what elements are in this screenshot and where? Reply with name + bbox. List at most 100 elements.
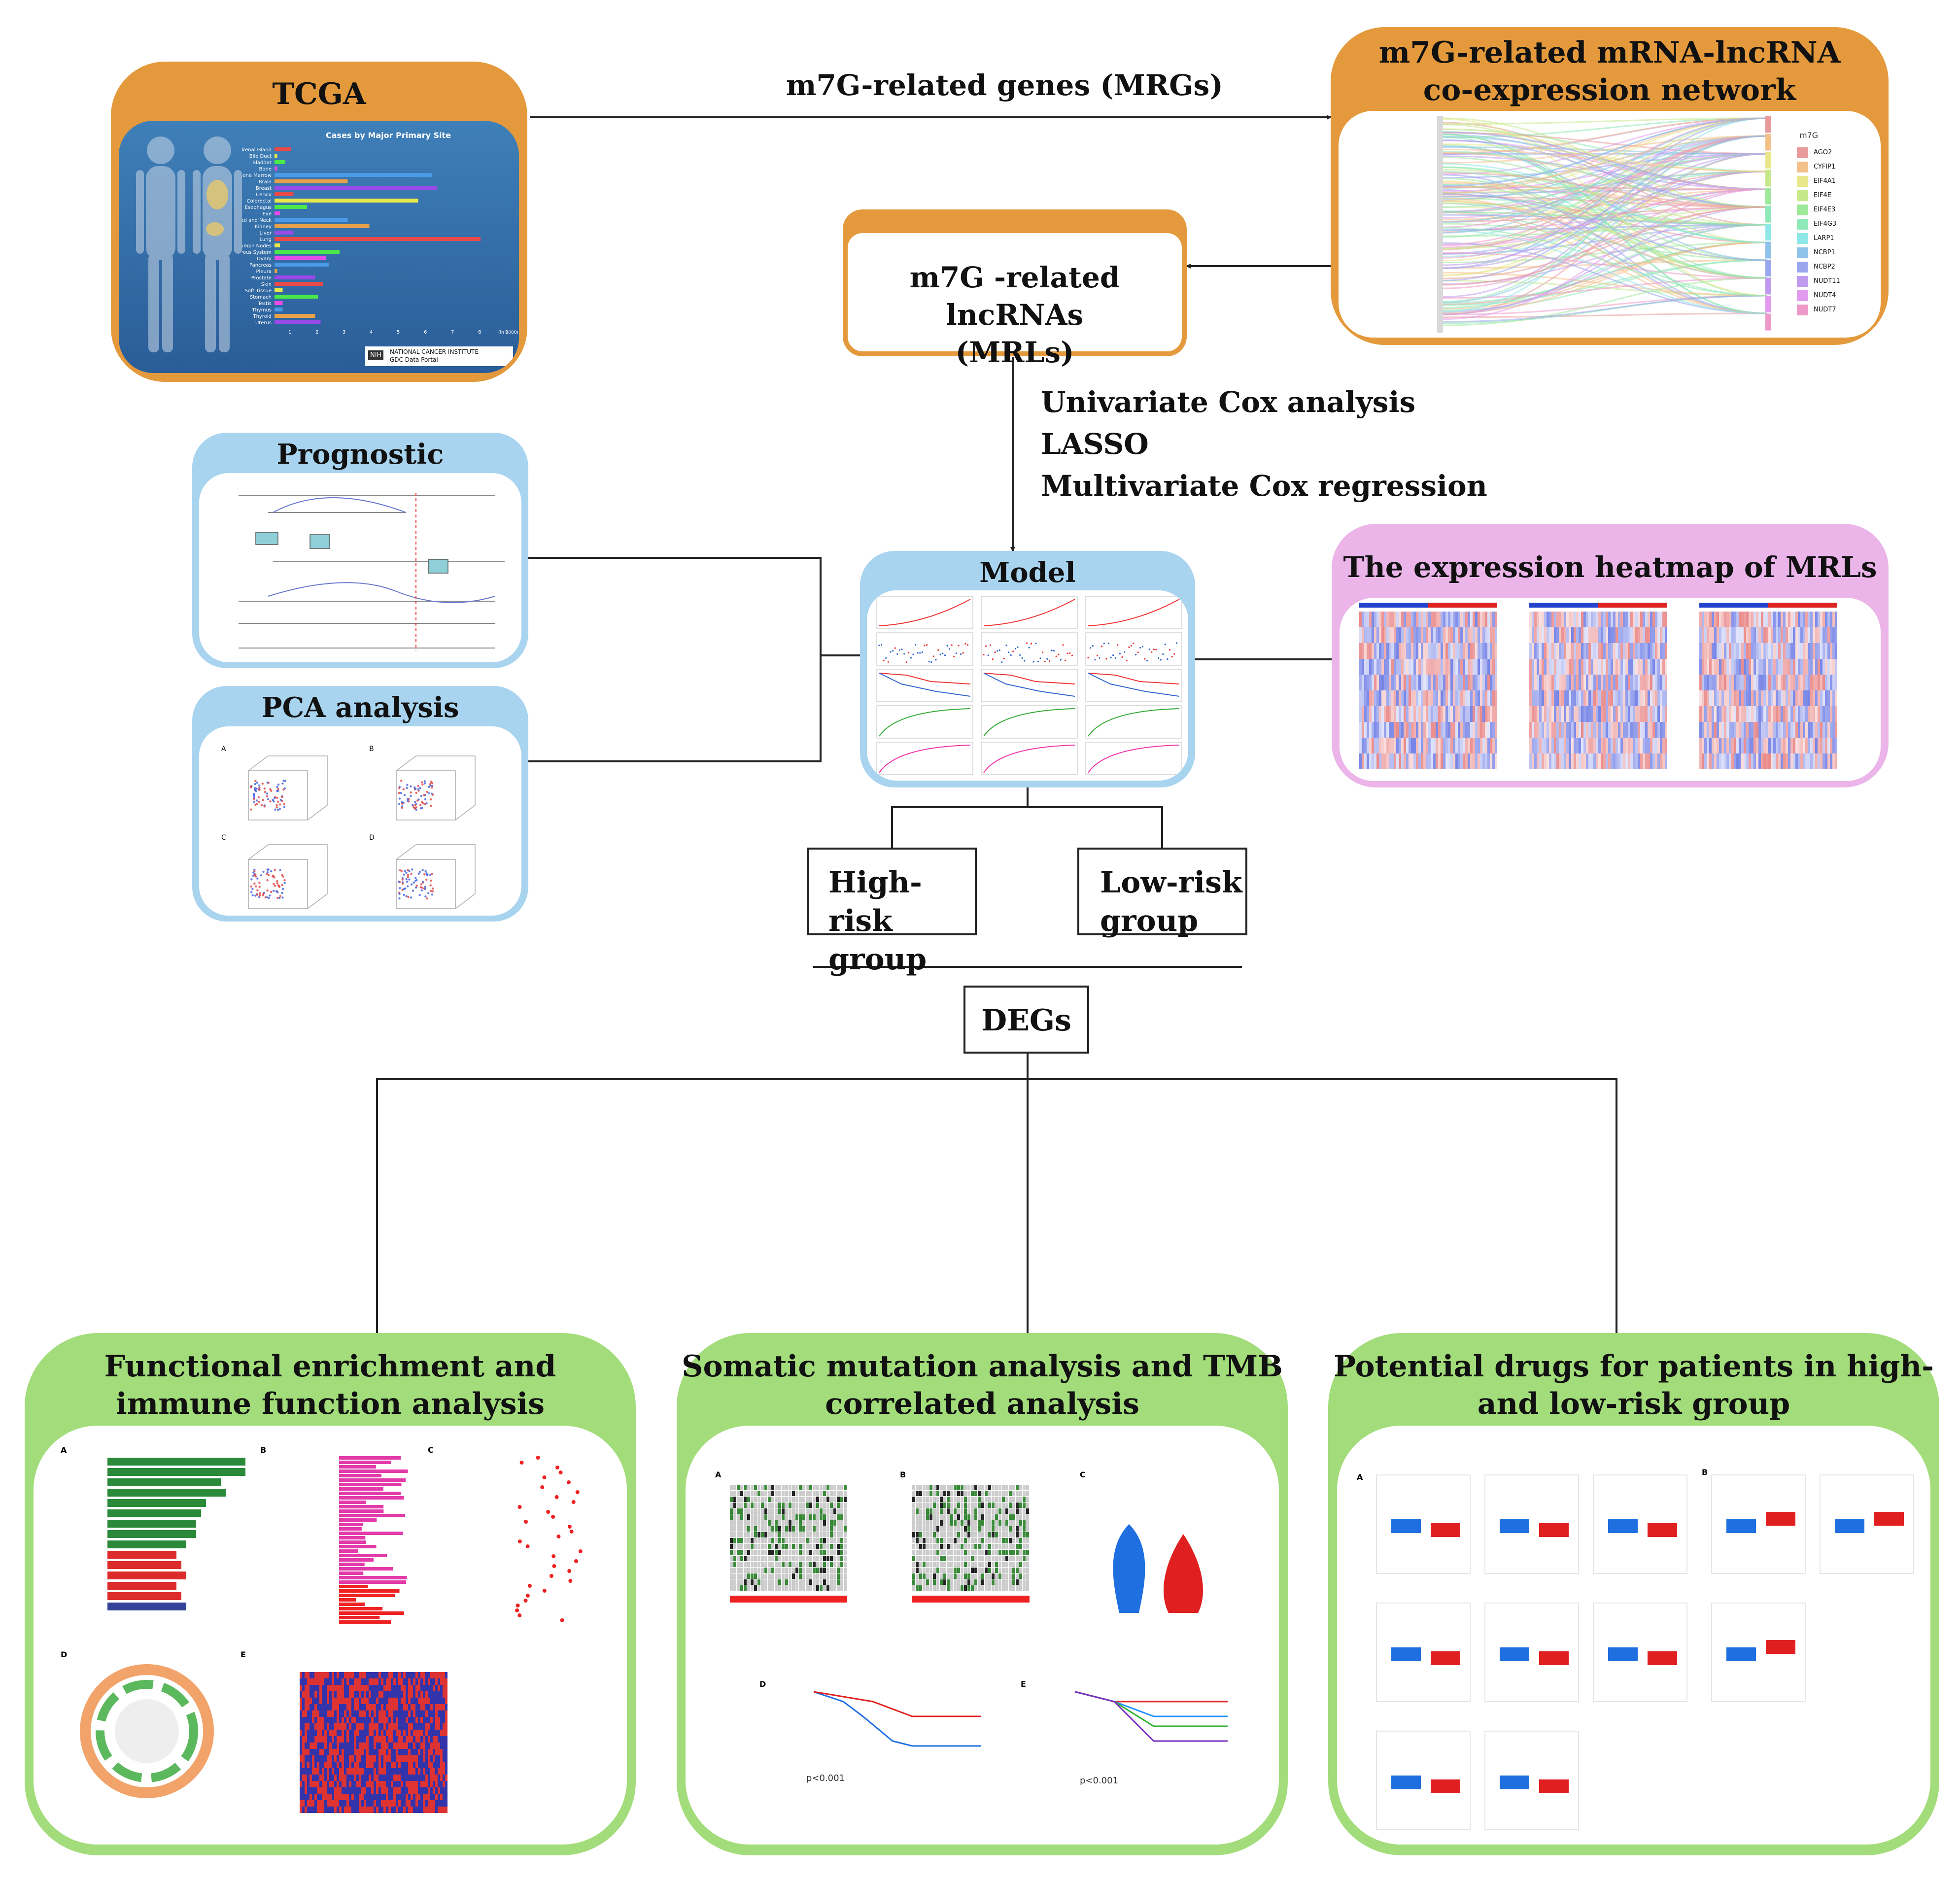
heat-cell	[1726, 627, 1729, 643]
heat-cell	[1364, 690, 1367, 706]
heat-cell	[1406, 722, 1409, 738]
bar	[339, 1501, 366, 1504]
heat-cell	[1625, 753, 1628, 769]
oncoprint-cell	[992, 1568, 995, 1573]
heat-cell	[305, 1807, 307, 1813]
heat-cell	[396, 1787, 398, 1794]
heat-cell	[300, 1775, 302, 1781]
heat-cell	[1766, 722, 1768, 738]
heat-cell	[1635, 722, 1638, 738]
heat-cell	[344, 1723, 346, 1730]
heat-cell	[445, 1710, 447, 1717]
heat-cell	[1379, 675, 1381, 690]
heat-cell	[393, 1691, 396, 1698]
heat-cell	[1620, 627, 1623, 643]
heat-cell	[1699, 643, 1702, 659]
heat-cell	[1367, 627, 1369, 643]
heat-cell	[1426, 643, 1428, 659]
oncoprint-cell	[840, 1568, 843, 1573]
heat-cell	[359, 1704, 361, 1710]
heat-cell	[359, 1685, 361, 1691]
heat-cell	[305, 1704, 307, 1710]
heat-cell	[1810, 753, 1813, 769]
oncoprint-cell	[916, 1556, 919, 1561]
heat-cell	[1458, 612, 1460, 627]
heat-cell	[344, 1691, 346, 1698]
oncoprint-cell	[789, 1503, 791, 1508]
heat-cell	[1724, 627, 1726, 643]
heat-cell	[1581, 612, 1583, 627]
heat-cell	[312, 1698, 314, 1704]
heat-cell	[1367, 706, 1369, 722]
axis-tick: 6	[424, 330, 427, 335]
heat-cell	[430, 1755, 433, 1762]
oncoprint-cell	[943, 1508, 946, 1514]
oncoprint-cell	[730, 1485, 733, 1490]
heat-cell	[1564, 659, 1566, 675]
heat-cell	[351, 1672, 354, 1678]
heat-cell	[327, 1736, 329, 1742]
oncoprint-cell	[961, 1491, 963, 1496]
heat-cell	[1571, 738, 1574, 753]
oncoprint-cell	[978, 1503, 981, 1508]
heat-cell	[1549, 659, 1551, 675]
heat-cell	[1539, 690, 1542, 706]
oncoprint-cell	[840, 1562, 843, 1567]
heat-cell	[1544, 675, 1547, 690]
oncoprint-cell	[1005, 1497, 1008, 1502]
oncoprint-cell	[919, 1526, 922, 1532]
heat-cell	[1364, 643, 1367, 659]
oncoprint-cell	[823, 1585, 826, 1591]
heat-cell	[1746, 627, 1749, 643]
heat-cell	[1773, 612, 1776, 627]
oncoprint-cell	[778, 1503, 781, 1508]
heat-cell	[1808, 690, 1810, 706]
heat-cell	[1717, 659, 1719, 675]
oncoprint-cell	[737, 1520, 740, 1526]
heat-cell	[1825, 643, 1827, 659]
heat-cell	[1793, 753, 1795, 769]
heat-cell	[344, 1762, 346, 1768]
heat-cell	[1386, 675, 1389, 690]
heat-cell	[418, 1749, 420, 1755]
heat-cell	[1428, 722, 1431, 738]
heat-cell	[1574, 722, 1576, 738]
oncoprint-cell	[988, 1503, 991, 1508]
heat-cell	[408, 1755, 411, 1762]
heat-cell	[1468, 706, 1470, 722]
heat-cell	[1746, 659, 1749, 675]
heat-cell	[420, 1775, 423, 1781]
heat-cell	[1603, 738, 1606, 753]
pca-point	[262, 892, 265, 895]
pca-point	[418, 870, 421, 873]
heat-cell	[354, 1787, 356, 1794]
heat-cell	[1603, 706, 1606, 722]
heat-cell	[1633, 706, 1635, 722]
heat-cell	[435, 1710, 438, 1717]
heat-cell	[1539, 643, 1542, 659]
heat-cell	[324, 1794, 327, 1800]
heat-cell	[386, 1685, 388, 1691]
heat-cell	[403, 1723, 406, 1730]
heat-cell	[383, 1768, 386, 1775]
oncoprint-cell	[1005, 1514, 1008, 1520]
heatmap-panel: The expression heatmap of MRLs	[1332, 524, 1889, 787]
heat-cell	[1551, 690, 1554, 706]
heat-cell	[1805, 643, 1808, 659]
heat-cell	[1431, 722, 1433, 738]
heat-cell	[327, 1768, 329, 1775]
heat-cell	[305, 1736, 307, 1742]
oncoprint-cell	[737, 1532, 740, 1537]
heat-cell	[346, 1685, 349, 1691]
heat-cell	[1606, 753, 1608, 769]
oncoprint-cell	[782, 1526, 785, 1532]
heat-cell	[1576, 612, 1579, 627]
site-bar	[275, 263, 329, 267]
heat-cell	[1591, 627, 1593, 643]
pca-point	[279, 799, 282, 801]
heat-cell	[307, 1800, 309, 1807]
oncoprint-cell	[978, 1514, 981, 1520]
heat-cell	[339, 1730, 342, 1736]
risk-point	[1124, 651, 1126, 653]
oncoprint-cell	[740, 1526, 743, 1532]
